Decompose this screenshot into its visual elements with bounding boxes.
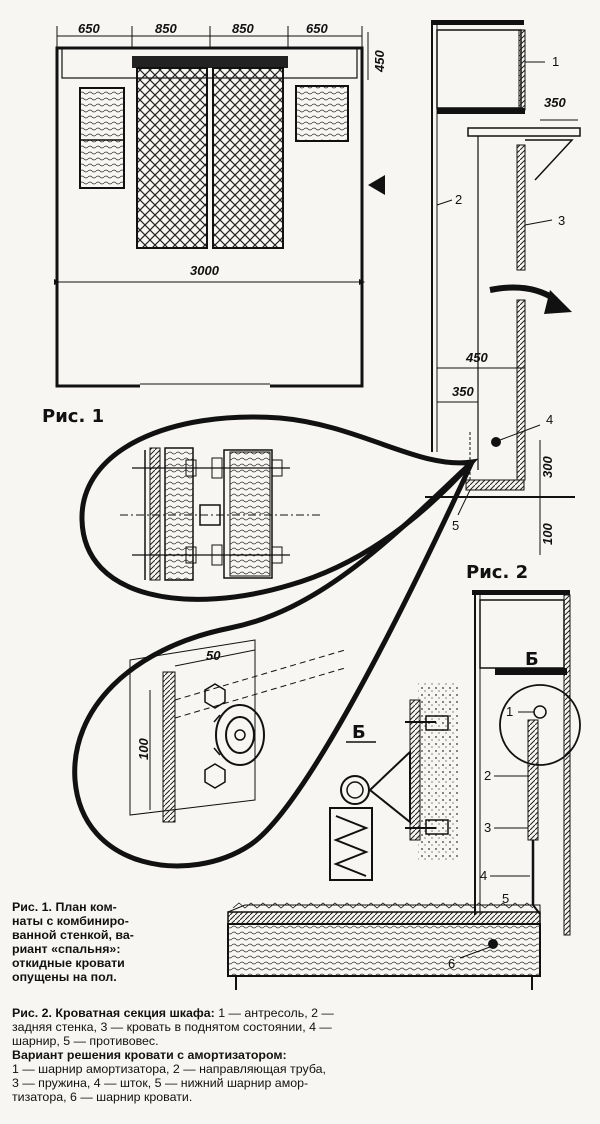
section-mark-b: Б [525, 649, 539, 670]
caption2-variant-title: Вариант решения кровати с амортизатором: [12, 1048, 287, 1062]
mezzanine-variant [479, 599, 565, 669]
absorber-eye-icon [340, 775, 370, 805]
nightstand-left [79, 87, 125, 189]
callout-2: 2 [455, 192, 462, 207]
hex-nut-icon [204, 683, 226, 709]
folding-bed-left [136, 67, 208, 249]
detail-b-zoom: Б [329, 682, 458, 881]
bed-raised [516, 144, 526, 271]
hinge-icon [491, 437, 501, 447]
nut-icon [271, 546, 283, 564]
caption2-line: 3 — пружина, 4 — шток, 5 — нижний шарнир… [12, 1076, 309, 1090]
callout-1: 1 [552, 54, 559, 69]
nut-icon [185, 459, 197, 477]
detail-circle-b [499, 684, 581, 766]
caption-figure2: Рис. 2. Кроватная секция шкафа: 1 — антр… [12, 1006, 597, 1104]
upper-detail-hinge-bolts [120, 447, 320, 581]
guide-tube [527, 719, 539, 841]
caption1-line: откидные кровати [12, 956, 125, 970]
detail-bubble-upper [79, 414, 479, 602]
dim-450-depth: 450 [372, 50, 387, 73]
bed-hinge-icon [488, 939, 498, 949]
dim-100: 100 [540, 523, 555, 545]
room-window-gap [140, 380, 270, 390]
bed-lowered-frame [227, 911, 541, 925]
dim-650-right: 650 [306, 21, 328, 36]
hex-nut-icon [204, 763, 226, 789]
dim-850-left: 850 [155, 21, 177, 36]
nightstand-right [295, 85, 349, 142]
dim-100-detail: 100 [136, 738, 151, 760]
dim-50: 50 [206, 648, 221, 663]
caption1-line: опущены на пол. [12, 970, 117, 984]
caption2-line: 1 — антресоль, 2 — [218, 1006, 334, 1020]
figure2-label: Рис. 2 [466, 562, 528, 583]
wall-section [418, 682, 458, 862]
figure1-label: Рис. 1 [42, 406, 104, 427]
detail-bubble-lower [72, 460, 475, 869]
caption2-line: шарнир, 5 — противовес. [12, 1034, 159, 1048]
figure3-shock-absorber-variant: Б 1 2 3 4 5 6 Б [227, 590, 581, 990]
detail-mark-b: Б [352, 722, 366, 743]
caption2-line: 1 — шарнир амортизатора, 2 — направляюща… [12, 1062, 326, 1076]
caption1-line: План ком- [55, 900, 117, 914]
spring-icon [333, 815, 369, 877]
caption2-line: тизатора, 6 — шарнир кровати. [12, 1090, 193, 1104]
caption1-line: риант «спальня»: [12, 942, 121, 956]
callout-v2: 2 [484, 768, 491, 783]
figure2-bed-section: 350 450 350 300 100 1 2 3 4 5 [425, 20, 581, 583]
dim-3000: 3000 [190, 263, 220, 278]
dim-450-section: 450 [465, 350, 488, 365]
caption1-line: наты с комбиниро- [12, 914, 129, 928]
callout-3: 3 [558, 213, 565, 228]
callout-v1: 1 [506, 704, 513, 719]
callout-v6: 6 [448, 956, 455, 971]
figure1-room-plan: 650 850 850 650 450 3000 Рис. 1 [42, 21, 387, 427]
bed-lowered-side [227, 923, 541, 977]
dim-650-left: 650 [78, 21, 100, 36]
door-arrow-icon [368, 175, 385, 195]
caption1-prefix: Рис. 1. [12, 900, 52, 914]
nut-icon [185, 546, 197, 564]
swing-arrow-icon [489, 284, 558, 303]
mezzanine [436, 29, 522, 109]
callout-5: 5 [452, 518, 459, 533]
nut-icon [271, 459, 283, 477]
dim-850-right: 850 [232, 21, 254, 36]
roller-wheel-icon [215, 704, 265, 766]
folding-bed-right [212, 67, 284, 249]
callout-v3: 3 [484, 820, 491, 835]
dim-300: 300 [540, 456, 555, 478]
absorber-hinge-icon [533, 705, 547, 719]
lower-detail-roller: 50 100 [129, 639, 346, 823]
caption2-prefix: Рис. 2. Кроватная секция шкафа: [12, 1006, 215, 1020]
callout-v5: 5 [502, 891, 509, 906]
callout-4: 4 [546, 412, 553, 427]
caption1-line: ванной стенкой, ва- [12, 928, 134, 942]
dim-350-top: 350 [544, 95, 566, 110]
detail-bubbles: 50 100 [72, 414, 479, 869]
dim-350-section: 350 [452, 384, 474, 399]
caption-figure1: Рис. 1. План ком- наты с комбиниро- ванн… [12, 900, 242, 984]
caption2-line: задняя стенка, 3 — кровать в поднятом со… [12, 1020, 332, 1034]
callout-v4: 4 [480, 868, 487, 883]
counterweight [465, 479, 525, 491]
